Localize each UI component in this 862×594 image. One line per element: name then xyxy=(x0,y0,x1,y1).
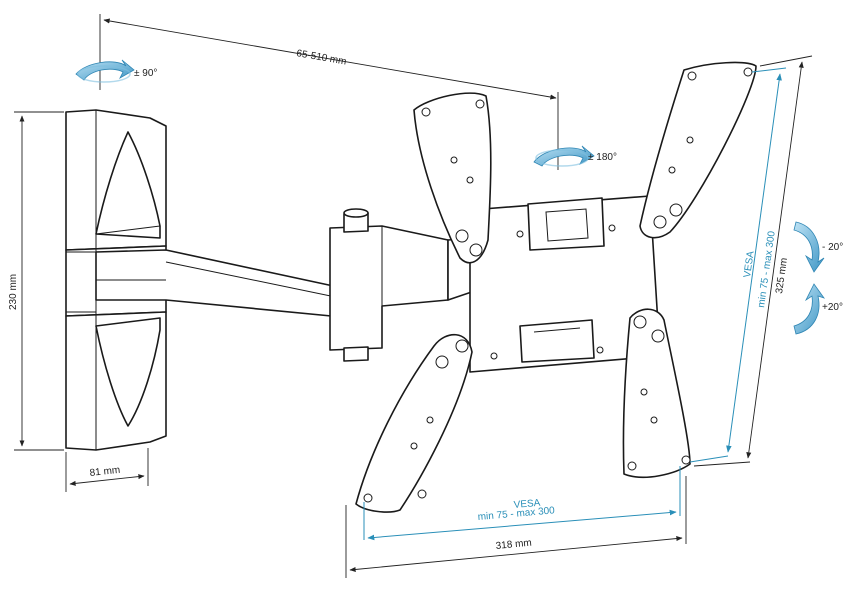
swivel-label: ± 90° xyxy=(134,68,157,79)
wall-plate-width-label: 81 mm xyxy=(89,465,121,479)
vesa-horizontal-title: VESA xyxy=(513,498,541,511)
tilt-down-arrow-icon xyxy=(793,221,825,273)
vesa-horizontal-range: min 75 - max 300 xyxy=(477,505,555,523)
plate-height-label: 325 mm xyxy=(774,257,790,294)
vesa-vertical-title: VESA xyxy=(742,250,757,278)
tilt-up-label: +20° xyxy=(822,302,843,313)
arm-extension-label: 65-510 mm xyxy=(295,48,347,67)
rotate-label: ± 180° xyxy=(588,152,617,163)
tilt-down-label: - 20° xyxy=(822,242,843,253)
rotate-arrow-icon xyxy=(533,145,595,167)
tilt-up-arrow-icon xyxy=(793,283,826,335)
vesa-plate xyxy=(355,61,757,513)
vesa-vertical-range: min 75 - max 300 xyxy=(756,230,778,308)
wall-plate-height-label: 230 mm xyxy=(8,274,19,310)
vesa-dimension-lines xyxy=(363,67,787,541)
wall-plate xyxy=(65,109,167,451)
plate-width-label: 318 mm xyxy=(495,538,532,552)
swivel-arrow-icon xyxy=(75,59,135,83)
